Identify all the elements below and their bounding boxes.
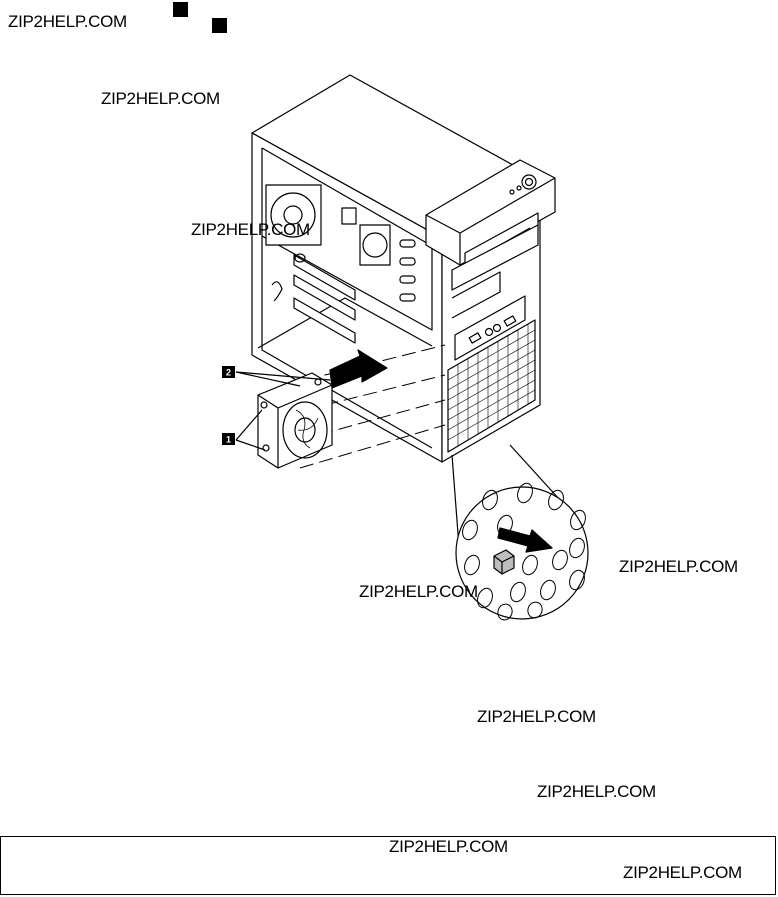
system-fan bbox=[257, 372, 333, 469]
watermark: ZIP2HELP.COM bbox=[359, 582, 478, 601]
callout-1-number: 1 bbox=[226, 435, 231, 445]
note-box bbox=[0, 836, 776, 895]
watermark: ZIP2HELP.COM bbox=[537, 782, 656, 801]
watermark: ZIP2HELP.COM bbox=[619, 557, 738, 576]
watermark: ZIP2HELP.COM bbox=[623, 863, 742, 882]
watermark: ZIP2HELP.COM bbox=[8, 12, 127, 31]
watermark: ZIP2HELP.COM bbox=[101, 89, 220, 108]
watermark: ZIP2HELP.COM bbox=[191, 220, 310, 239]
watermark: ZIP2HELP.COM bbox=[477, 707, 596, 726]
black-square-icon bbox=[173, 2, 188, 17]
callout-2: 2 bbox=[222, 366, 235, 378]
callout-1: 1 bbox=[222, 433, 235, 445]
black-square-icon bbox=[212, 18, 227, 33]
callout-2-number: 2 bbox=[226, 368, 231, 378]
watermark: ZIP2HELP.COM bbox=[389, 837, 508, 856]
